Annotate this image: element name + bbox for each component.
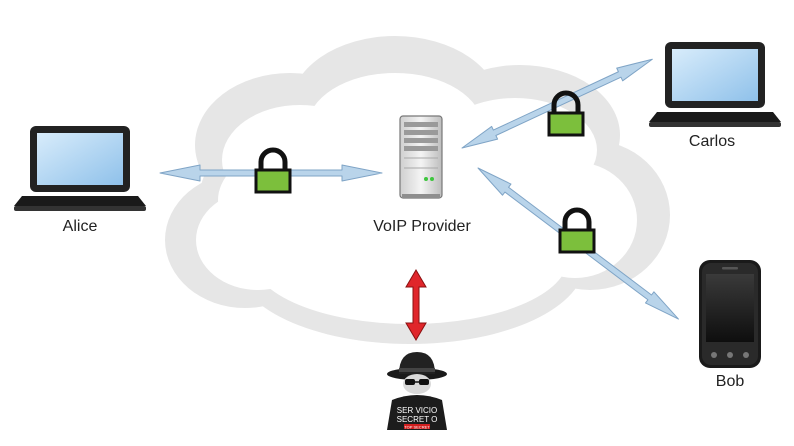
lock-icon	[547, 90, 585, 137]
spy-badge: TOP SECRET	[404, 424, 430, 429]
provider-label: VoIP Provider	[373, 218, 471, 235]
link-provider-carlos-arrow	[461, 58, 653, 149]
spy-shirt-line2: SECRET O	[397, 415, 438, 424]
spy-shirt-line1: SER VICIO	[397, 406, 437, 415]
double-arrow-icon	[405, 269, 427, 341]
laptop-icon	[649, 42, 781, 127]
bob-label: Bob	[715, 373, 745, 390]
laptop-icon	[14, 126, 146, 211]
spy-icon: SER VICIO SECRET O TOP SECRET	[387, 352, 447, 430]
smartphone-icon	[699, 260, 761, 368]
alice-label: Alice	[62, 218, 98, 235]
lock-icon	[558, 207, 596, 254]
carlos-label: Carlos	[688, 133, 736, 150]
lock-icon	[254, 147, 292, 194]
server-icon	[399, 115, 443, 199]
